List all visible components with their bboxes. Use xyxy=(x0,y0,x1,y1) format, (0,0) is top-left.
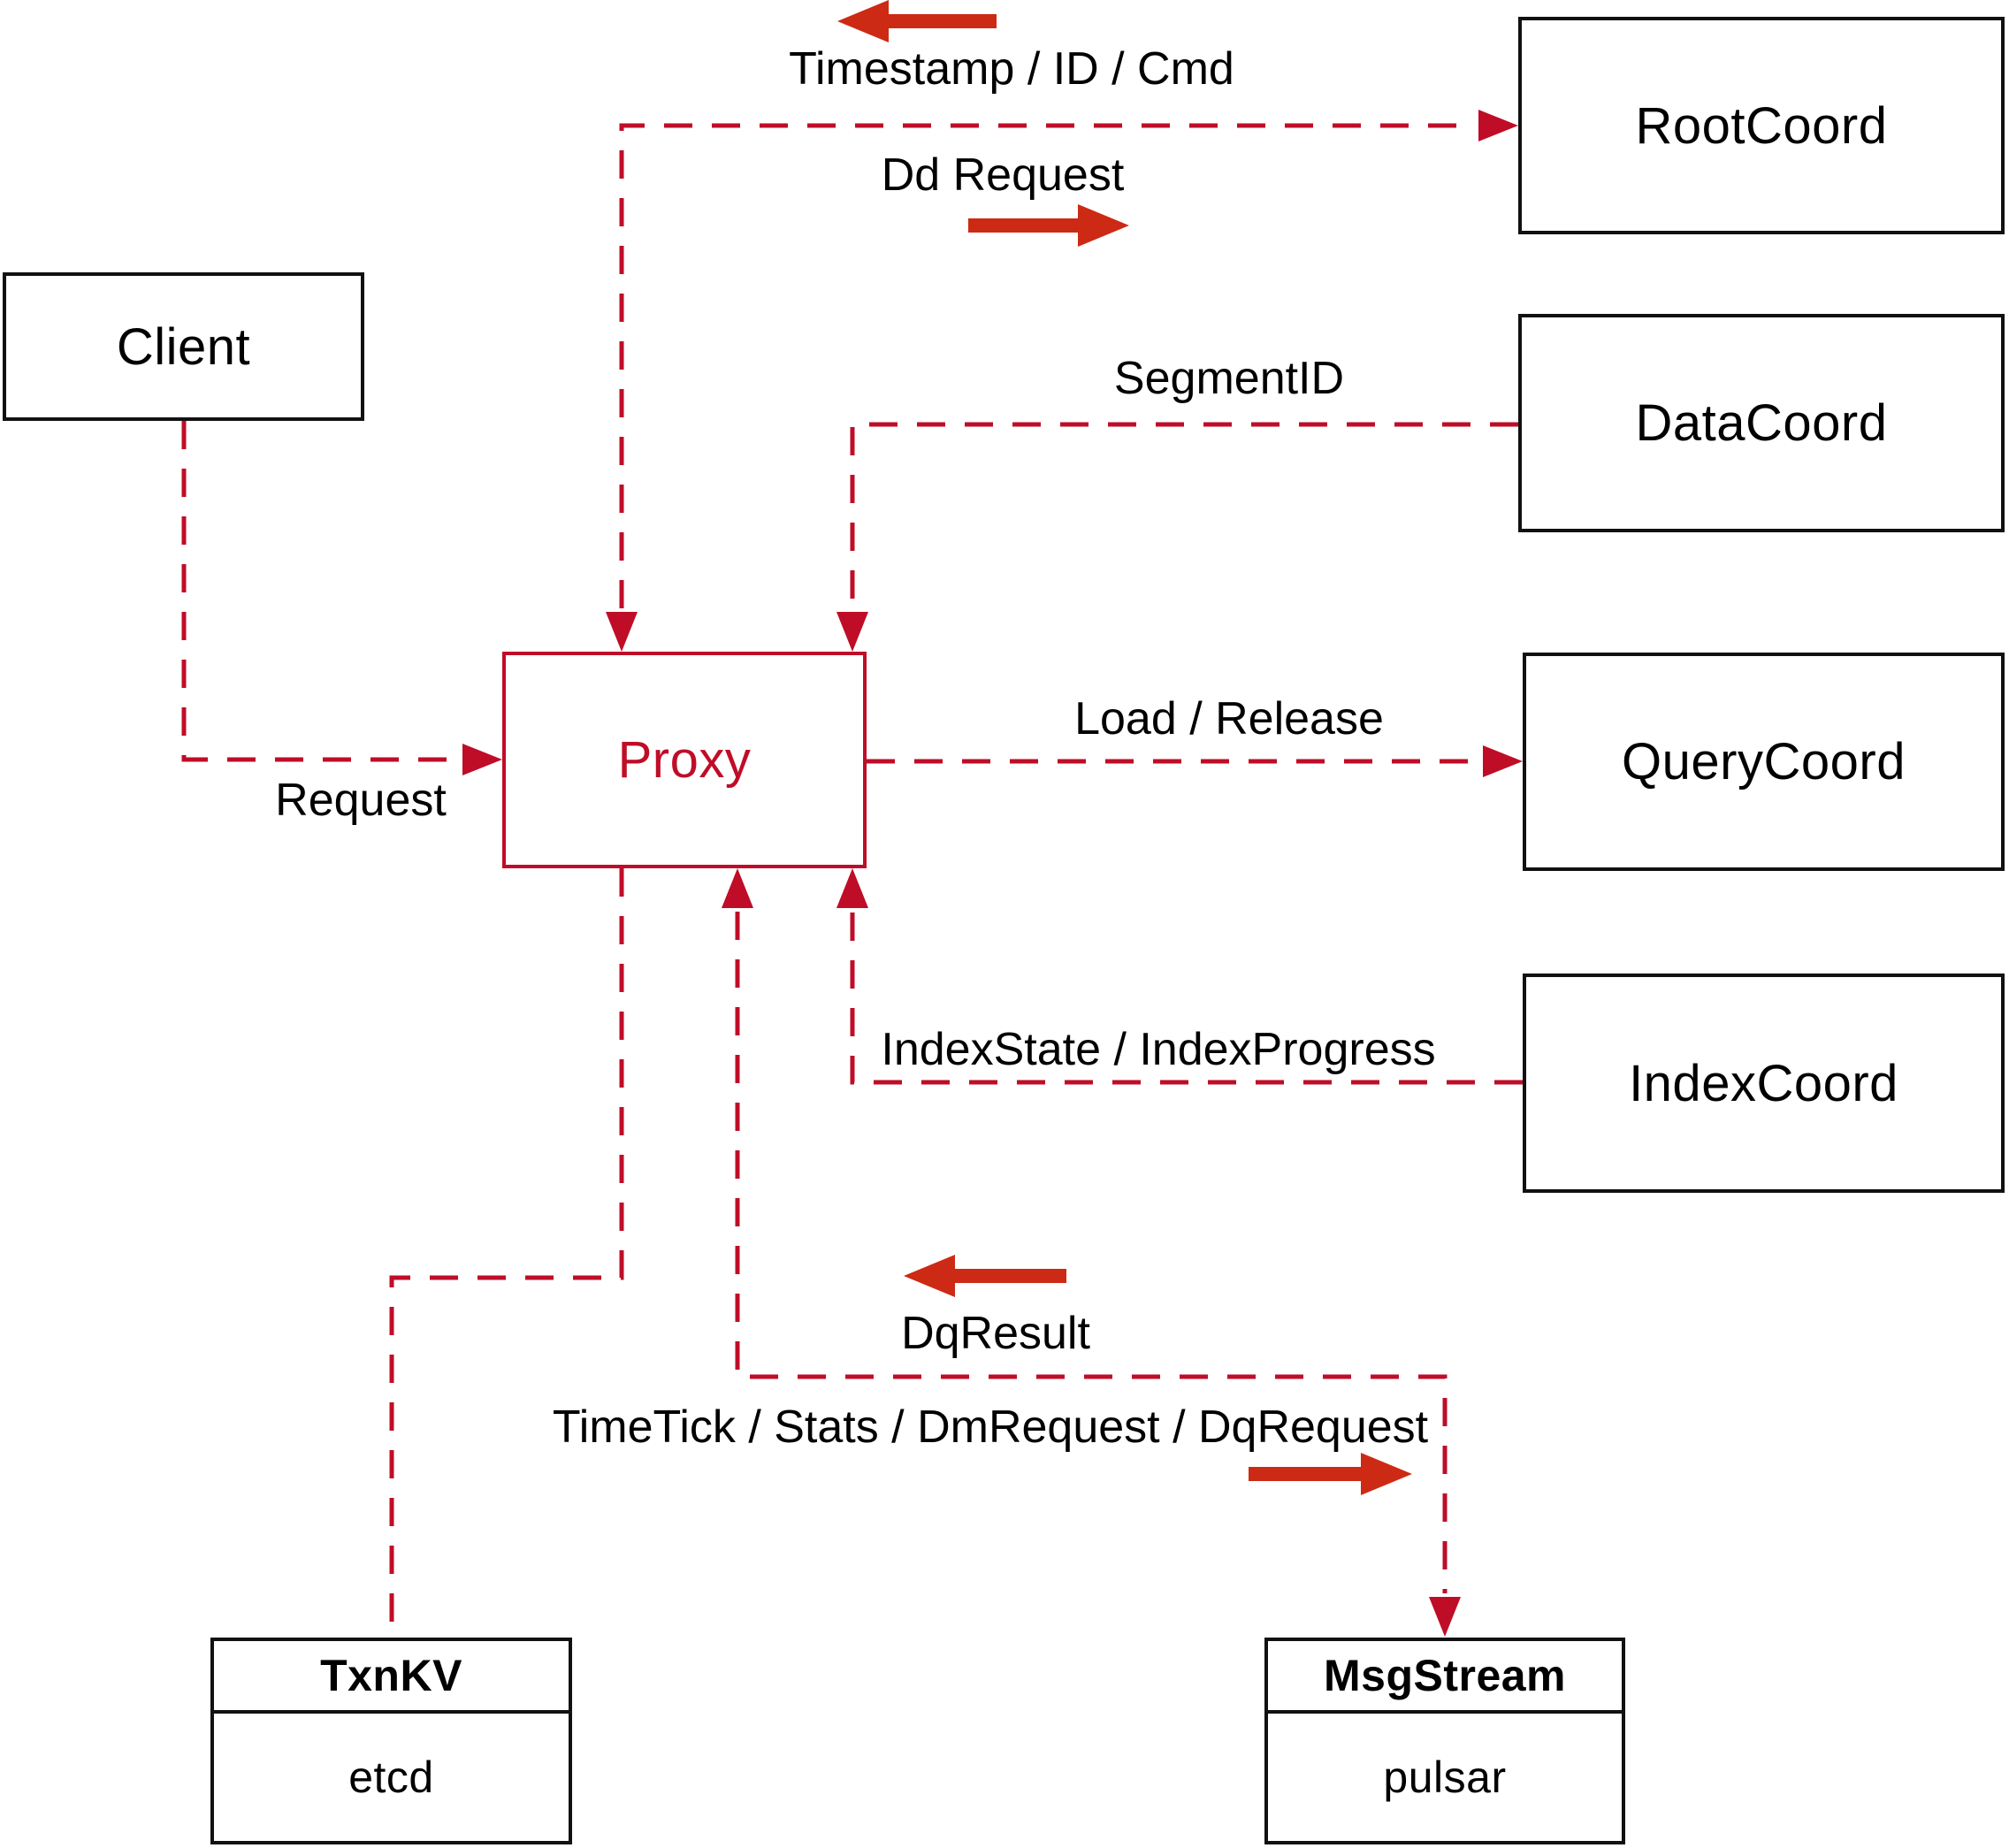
edge-label-time-tick: TimeTick / Stats / DmRequest / DqRequest xyxy=(552,1401,1429,1453)
node-proxy: Proxy xyxy=(502,652,867,868)
arrowhead-into-proxy-left xyxy=(462,744,502,775)
edge-datacoord-proxy xyxy=(850,422,1518,608)
node-querycoord-label: QueryCoord xyxy=(1622,733,1906,790)
arrowhead-into-querycoord xyxy=(1483,745,1523,777)
arrowhead-into-proxy-top-right xyxy=(836,612,868,652)
node-proxy-label: Proxy xyxy=(617,731,752,789)
node-datacoord: DataCoord xyxy=(1518,314,2005,532)
node-rootcoord: RootCoord xyxy=(1518,17,2005,234)
arrowhead-into-proxy-top-left xyxy=(606,612,638,652)
edge-label-dq-result: DqResult xyxy=(901,1308,1090,1359)
edge-proxy-txnkv xyxy=(389,868,624,1634)
arrowhead-into-rootcoord xyxy=(1478,110,1518,141)
arrowhead-into-msgstream xyxy=(1429,1597,1461,1637)
edge-label-dd-request: Dd Request xyxy=(881,149,1125,201)
node-indexcoord: IndexCoord xyxy=(1523,974,2005,1193)
edge-proxy-msgstream xyxy=(735,912,1448,1593)
edge-client-proxy xyxy=(181,421,458,762)
node-msgstream: MsgStream pulsar xyxy=(1264,1638,1625,1844)
edge-label-load-release: Load / Release xyxy=(1074,693,1384,745)
node-txnkv-title: TxnKV xyxy=(214,1641,569,1714)
direction-arrow-left-timestamp xyxy=(837,0,997,42)
node-client-label: Client xyxy=(116,317,251,376)
node-datacoord-label: DataCoord xyxy=(1635,394,1888,452)
node-rootcoord-label: RootCoord xyxy=(1635,96,1888,155)
node-txnkv: TxnKV etcd xyxy=(210,1638,572,1844)
node-msgstream-title: MsgStream xyxy=(1268,1641,1622,1714)
arrowhead-into-proxy-bottom-right xyxy=(836,868,868,908)
edge-label-timestamp-id-cmd: Timestamp / ID / Cmd xyxy=(789,43,1234,95)
edge-label-request: Request xyxy=(275,775,447,826)
node-txnkv-subtitle: etcd xyxy=(348,1753,434,1802)
node-querycoord: QueryCoord xyxy=(1523,653,2005,871)
edge-indexcoord-proxy xyxy=(850,912,1523,1085)
direction-arrow-right-timetick xyxy=(1249,1453,1412,1495)
node-indexcoord-label: IndexCoord xyxy=(1629,1054,1898,1112)
edge-label-segment-id: SegmentID xyxy=(1113,353,1345,404)
direction-arrow-right-dd-request xyxy=(968,204,1129,247)
edge-proxy-rootcoord xyxy=(619,123,1475,608)
node-client: Client xyxy=(3,272,364,421)
arrowhead-into-proxy-bottom-left xyxy=(722,868,753,908)
edge-label-index-state: IndexState / IndexProgress xyxy=(881,1024,1436,1075)
direction-arrow-left-dqresult xyxy=(904,1255,1066,1297)
node-msgstream-subtitle: pulsar xyxy=(1383,1753,1507,1802)
